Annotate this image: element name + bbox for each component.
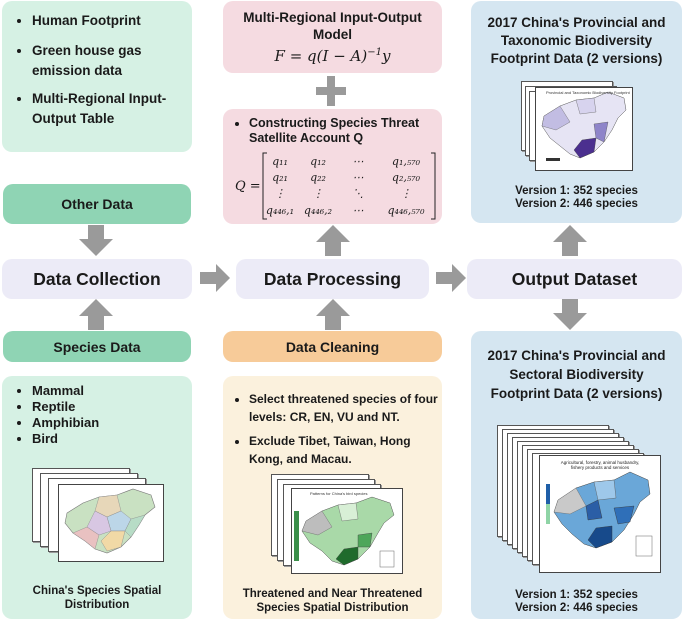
input-data-box: Human Footprint Green house gas emission… — [2, 1, 192, 152]
other-data-label: Other Data — [3, 184, 191, 224]
threat-title-line2: Satellite Account Q — [249, 131, 364, 145]
taxonomic-map-thumbnail: Provincial and Taxonomic Biodiversity Fo… — [535, 87, 633, 171]
cleaning-box: Select threatened species of four levels:… — [223, 376, 442, 619]
species-item-bird: Bird — [32, 431, 99, 447]
matrix-cell: q₁₁ — [272, 155, 288, 168]
formula-tail: y — [381, 47, 391, 65]
sectoral-map-thumbnail: Agricultural, forestry, animal husbandry… — [539, 455, 661, 573]
output-bottom-version2: Version 2: 446 species — [515, 602, 638, 614]
formula-paren: (I − A) — [316, 47, 368, 65]
matrix-cell: ⋯ — [352, 155, 364, 168]
output-bottom-title-line1: 2017 China's Provincial and — [487, 348, 666, 363]
matrix-cell: q₂₁ — [272, 171, 288, 184]
output-bottom-title-line3: Footprint Data (2 versions) — [490, 386, 663, 401]
mrio-title-line1: Multi-Regional Input-Output — [243, 10, 422, 25]
cleaning-caption-line2: Species Spatial Distribution — [256, 602, 409, 614]
cleaning-item2-line1: Exclude Tibet, Taiwan, Hong — [249, 434, 411, 448]
bird-map-title: Patterns for China's bird species — [310, 491, 368, 496]
output-top-version2: Version 2: 446 species — [515, 198, 638, 210]
species-item-reptile: Reptile — [32, 399, 99, 415]
output-top-versions: Version 1: 352 species Version 2: 446 sp… — [471, 185, 682, 211]
data-cleaning-label: Data Cleaning — [223, 331, 442, 362]
matrix-cell: q₄₄₆,₁ — [265, 204, 295, 217]
formula-lhs: F = q — [274, 47, 317, 65]
threat-title-line1: Constructing Species Threat — [249, 116, 420, 130]
arrow-processing-to-output — [436, 264, 468, 292]
input-item-mrio: Multi-Regional Input-Output Table — [32, 89, 184, 129]
species-caption-line2: Distribution — [64, 599, 130, 611]
output-top-title-line3: Footprint Data (2 versions) — [490, 51, 663, 66]
arrow-species-to-collection — [78, 299, 114, 331]
cleaning-item-select: Select threatened species of four levels:… — [249, 390, 438, 426]
output-bottom-title-line2: Sectoral Biodiversity — [509, 367, 644, 382]
species-item-amphibian: Amphibian — [32, 415, 99, 431]
mrio-model-box: Multi-Regional Input-Output Model F = q(… — [223, 1, 442, 73]
cleaning-item1-line1: Select threatened species of four — [249, 392, 438, 406]
matrix-cell: ⋯ — [352, 171, 364, 184]
arrow-other-to-collection — [78, 225, 114, 257]
output-bottom-versions: Version 1: 352 species Version 2: 446 sp… — [471, 589, 682, 615]
cleaning-item1-line2: levels: CR, EN, VU and NT. — [249, 410, 400, 424]
sectoral-map-title-line2: fishery products and services — [570, 465, 630, 470]
output-dataset-node: Output Dataset — [467, 259, 682, 299]
matrix-cell: q₁,₅₇₀ — [391, 155, 421, 168]
taxonomic-map-title: Provincial and Taxonomic Biodiversity Fo… — [546, 90, 630, 95]
input-item-ghg: Green house gas emission data — [32, 41, 184, 81]
input-item-human-footprint: Human Footprint — [32, 11, 184, 31]
matrix-cell: ⋯ — [352, 204, 364, 217]
arrow-processing-to-threat — [315, 225, 351, 257]
matrix-cell: q₄₄₆,₂ — [303, 204, 333, 217]
cleaning-map-caption: Threatened and Near Threatened Species S… — [223, 587, 442, 615]
output-top-version1: Version 1: 352 species — [515, 185, 638, 197]
arrow-output-to-sectoral — [552, 299, 588, 331]
output-sectoral-box: 2017 China's Provincial and Sectoral Bio… — [471, 331, 682, 619]
arrow-collection-to-processing — [200, 264, 232, 292]
matrix-cell: ⋱ — [352, 187, 364, 200]
formula-exponent: −1 — [367, 47, 382, 58]
species-box: Mammal Reptile Amphibian Bird China's Sp… — [2, 376, 192, 619]
matrix-cell: ⋮ — [400, 187, 412, 200]
output-top-title-line1: 2017 China's Provincial and — [487, 15, 666, 30]
cleaning-item2-line2: Kong, and Macau. — [249, 452, 352, 466]
arrow-processing-to-cleaning — [315, 299, 351, 331]
matrix-cell: q₄₄₆,₅₇₀ — [387, 204, 425, 217]
sectoral-map-title: Agricultural, forestry, animal husbandry… — [540, 460, 660, 470]
species-map-caption: China's Species Spatial Distribution — [2, 584, 192, 612]
species-data-label: Species Data — [3, 331, 191, 362]
matrix-cell: ⋮ — [312, 187, 324, 200]
matrix-cell: q₂₂ — [310, 171, 326, 184]
matrix-cell: ⋮ — [274, 187, 286, 200]
cleaning-caption-line1: Threatened and Near Threatened — [242, 588, 423, 600]
mrio-title-line2: Model — [313, 27, 352, 42]
sectoral-map-title-line1: Agricultural, forestry, animal husbandry… — [560, 460, 640, 465]
data-processing-node: Data Processing — [236, 259, 429, 299]
q-label: Q = — [235, 179, 261, 194]
data-collection-node: Data Collection — [2, 259, 192, 299]
matrix-cell: q₁₂ — [310, 155, 326, 168]
q-matrix: q₁₁ q₁₂ ⋯ q₁,₅₇₀ q₂₁ q₂₂ ⋯ q₂,₅₇₀ ⋮ ⋮ ⋱ … — [265, 153, 435, 219]
species-map-thumbnail — [58, 484, 164, 562]
matrix-cell: q₂,₅₇₀ — [391, 171, 421, 184]
matrix-brackets — [262, 152, 436, 220]
species-item-mammal: Mammal — [32, 383, 99, 399]
output-top-title-line2: Taxonomic Biodiversity — [500, 33, 653, 48]
bird-map-thumbnail: Patterns for China's bird species — [291, 488, 403, 574]
species-caption-line1: China's Species Spatial — [32, 585, 162, 597]
plus-connector-icon — [316, 76, 346, 106]
mrio-formula: F = q(I − A)−1y — [223, 47, 442, 65]
arrow-output-to-taxonomic — [552, 225, 588, 257]
output-bottom-version1: Version 1: 352 species — [515, 589, 638, 601]
output-taxonomic-box: 2017 China's Provincial and Taxonomic Bi… — [471, 1, 682, 223]
